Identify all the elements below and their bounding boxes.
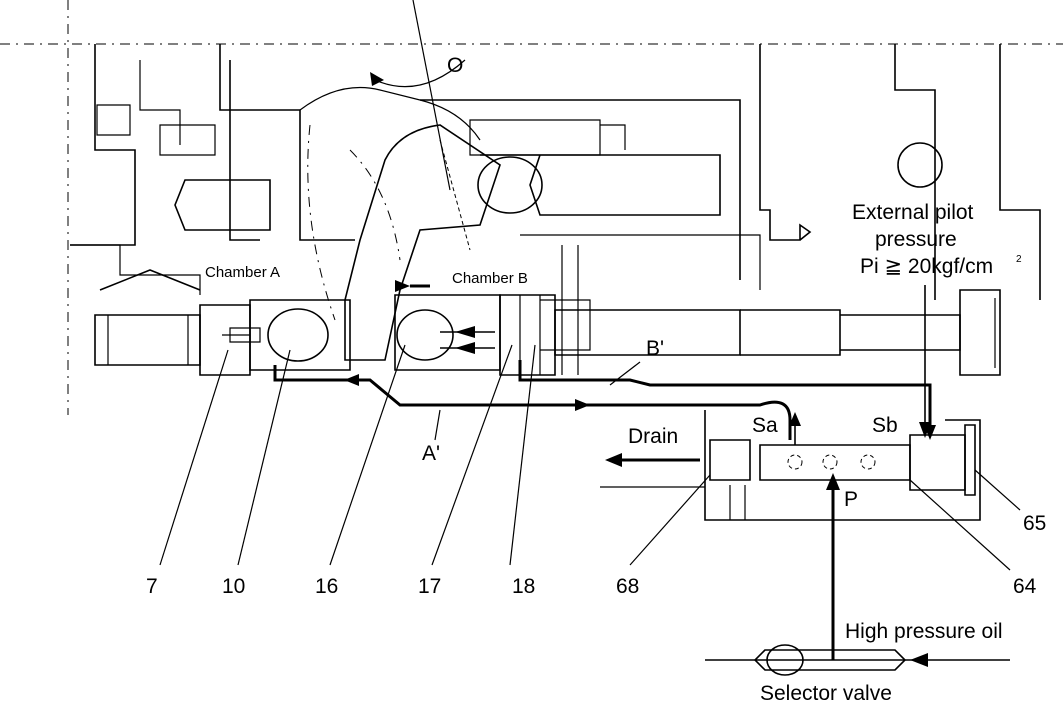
rotation-arc (374, 59, 466, 88)
part-number-17: 17 (418, 575, 441, 598)
label-sa: Sa (752, 414, 778, 437)
piston-ball (477, 156, 543, 214)
part-leaders (159, 344, 1021, 571)
chamber-b-piston (394, 245, 741, 376)
label-external-pilot: External pilot (852, 201, 974, 224)
motor-housing (70, 44, 1041, 351)
right-rod (740, 289, 1001, 376)
swash-dotted (439, 139, 471, 251)
tilt-axis-line (412, 0, 451, 191)
label-drain: Drain (628, 425, 678, 448)
label-pressure: pressure (875, 228, 957, 251)
part-number-64: 64 (1013, 575, 1037, 598)
label-high-pressure-oil: High pressure oil (845, 620, 1003, 643)
selector-valve-symbol (705, 644, 1010, 676)
upper-small-piston (469, 119, 601, 156)
label-sb: Sb (872, 414, 898, 437)
part-number-68: 68 (616, 575, 639, 598)
swash-dashdot-2 (349, 149, 401, 261)
label-pilot-pressure: Pi ≧ 20kgf/cm (860, 255, 993, 278)
part-number-18: 18 (512, 575, 535, 598)
label-pilot-pressure-sup: 2 (1016, 254, 1022, 265)
small-plug (96, 104, 131, 136)
arrow-left-small (395, 280, 410, 292)
left-bolt (174, 179, 271, 231)
port-circle (897, 142, 943, 188)
rotation-arrowhead (370, 72, 384, 86)
label-p: P (844, 488, 858, 511)
part-number-16: 16 (315, 575, 338, 598)
label-chamber-b: Chamber B (452, 270, 528, 287)
oil-line-b-prime (518, 360, 932, 435)
main-piston (480, 154, 721, 216)
part-number-7: 7 (146, 575, 158, 598)
upper-plug (159, 124, 216, 156)
part-number-10: 10 (222, 575, 245, 598)
left-nut (94, 269, 201, 366)
label-b-prime: B' (646, 337, 664, 360)
part-number-65: 65 (1023, 512, 1046, 535)
label-a-prime: A' (422, 442, 440, 465)
chamber-a-piston (199, 299, 351, 376)
swash-dashdot-1 (307, 124, 336, 321)
leader-a-prime (434, 409, 441, 441)
leader-b-prime (609, 361, 641, 386)
label-chamber-a: Chamber A (205, 264, 280, 281)
label-angle-o: O (447, 54, 463, 77)
swash-arm (344, 124, 501, 361)
oil-line-a-prime (273, 365, 792, 440)
label-selector-valve: Selector valve (760, 682, 892, 705)
